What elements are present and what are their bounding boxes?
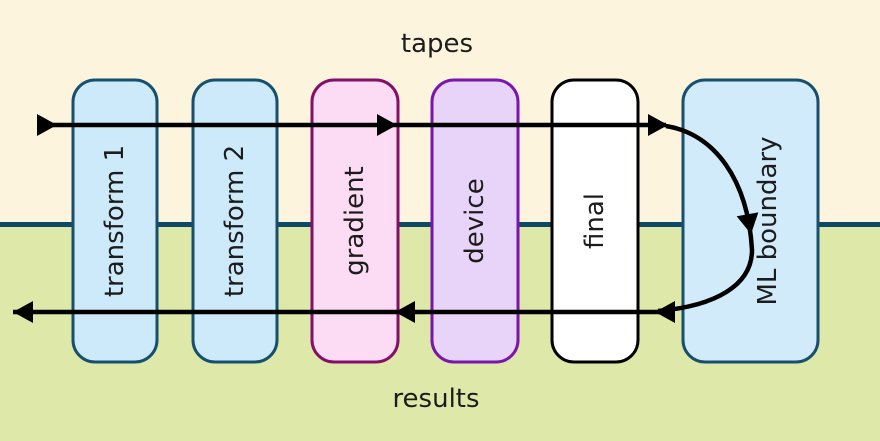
pill-ml-boundary-label: ML boundary	[753, 136, 783, 305]
arrowhead-left-start-icon	[655, 301, 675, 323]
arrowhead-left-mid-icon	[395, 301, 415, 323]
arrowhead-down-curve-icon	[736, 212, 759, 234]
results-flow-arrow	[13, 301, 675, 323]
tapes-caption: tapes	[401, 29, 473, 59]
pill-gradient: gradient	[310, 78, 400, 364]
pill-gradient-label: gradient	[340, 166, 370, 276]
pill-final: final	[550, 78, 640, 364]
pill-transform-1: transform 1	[71, 78, 159, 364]
results-caption: results	[392, 384, 479, 414]
pill-transform-2-label: transform 2	[220, 145, 250, 297]
arrowhead-right-mid-icon	[377, 114, 397, 136]
pill-transform-1-label: transform 1	[100, 145, 130, 297]
pill-device-shape	[430, 78, 520, 364]
pill-gradient-shape	[310, 78, 400, 364]
pill-final-shape	[550, 78, 640, 364]
pill-final-label: final	[580, 193, 610, 249]
tapes-flow-arrow	[37, 114, 668, 136]
return-curve-path	[657, 123, 755, 314]
arrowhead-left-end-icon	[13, 301, 33, 323]
pill-transform-2-shape	[191, 78, 279, 364]
arrowhead-right-start-icon	[37, 114, 57, 136]
arrowhead-right-end-icon	[648, 114, 668, 136]
ml-return-curve	[657, 123, 759, 314]
pill-device-label: device	[460, 178, 490, 263]
pill-device: device	[430, 78, 520, 364]
pill-transform-2: transform 2	[191, 78, 279, 364]
pill-transform-1-shape	[71, 78, 159, 364]
